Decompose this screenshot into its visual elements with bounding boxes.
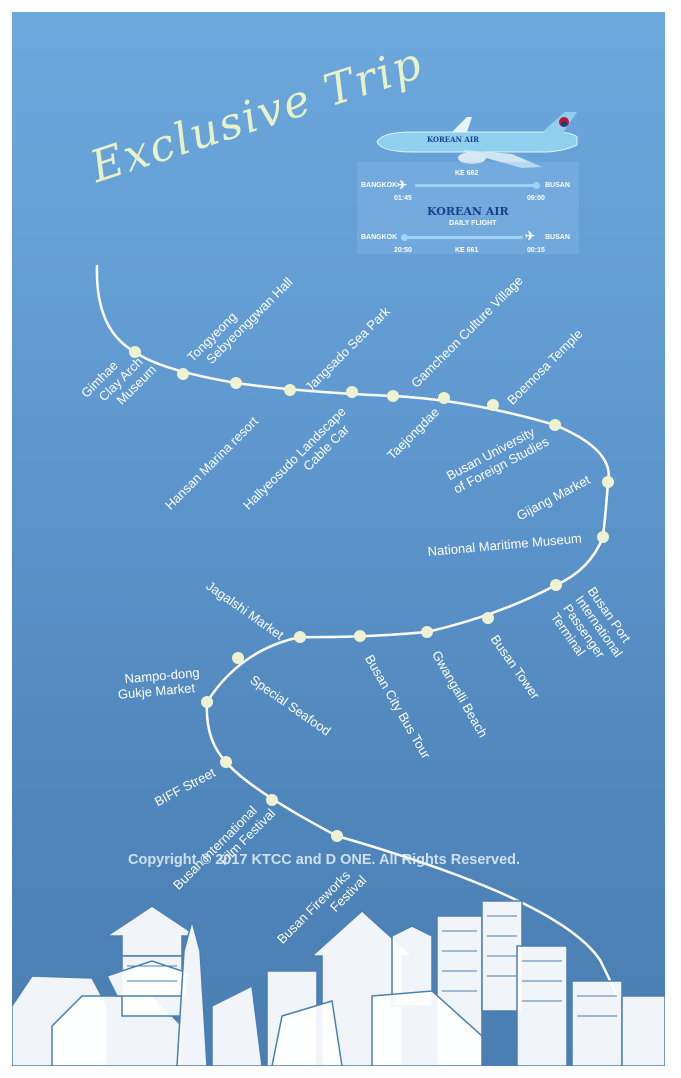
copyright: Copyright © 2017 KTCC and D ONE. All Rig… — [128, 852, 521, 868]
route-stop-node — [482, 612, 494, 624]
route-stop-node — [438, 392, 450, 404]
outbound-arrive: 09:00 — [527, 195, 545, 202]
route-stop-node — [266, 794, 278, 806]
city-skyline-illustration — [12, 900, 665, 1066]
inbound-code: KE 661 — [455, 247, 479, 254]
inbound-to: BUSAN — [545, 234, 570, 241]
outbound-from: BANGKOK — [361, 182, 398, 189]
route-stop-node — [331, 830, 343, 842]
poster: Exclusive Trip KOREAN AIR KE 662 BANGKOK… — [12, 12, 665, 1066]
route-stop-node — [549, 419, 561, 431]
outbound-depart: 01:45 — [394, 195, 412, 202]
route-stop-node — [597, 531, 609, 543]
plane-icon: ✈ — [397, 178, 408, 192]
route-stop-node — [387, 390, 399, 402]
route-stop-node — [284, 384, 296, 396]
flight-schedule: KE 662 BANGKOK ✈ BUSAN 01:45 09:00 KOREA… — [357, 162, 579, 254]
route-stop-node — [550, 579, 562, 591]
svg-text:KOREAN AIR: KOREAN AIR — [427, 135, 479, 144]
outbound-code: KE 662 — [455, 170, 479, 177]
route-stop-node — [294, 631, 306, 643]
airplane-image: KOREAN AIR — [376, 112, 578, 168]
route-stop-node — [346, 386, 358, 398]
route-stop-node — [177, 368, 189, 380]
outbound-to: BUSAN — [545, 182, 570, 189]
route-stop-node — [421, 626, 433, 638]
inbound-arrive: 00:15 — [527, 247, 545, 254]
inbound-depart: 20:50 — [394, 247, 412, 254]
route-stop-node — [201, 696, 213, 708]
daily-flight-label: DAILY FLIGHT — [449, 220, 497, 227]
route-stop-node — [232, 652, 244, 664]
route-stop-node — [129, 346, 141, 358]
inbound-from: BANGKOK — [361, 234, 398, 241]
route-line — [95, 264, 620, 1001]
route-stop-node — [487, 399, 499, 411]
route-stop-node — [602, 476, 614, 488]
route-stop-node — [220, 756, 232, 768]
route-stop-node — [354, 630, 366, 642]
plane-icon: ✈ — [525, 229, 536, 243]
korean-air-logo: KOREAN AIR — [427, 205, 509, 218]
route-stop-node — [230, 377, 242, 389]
